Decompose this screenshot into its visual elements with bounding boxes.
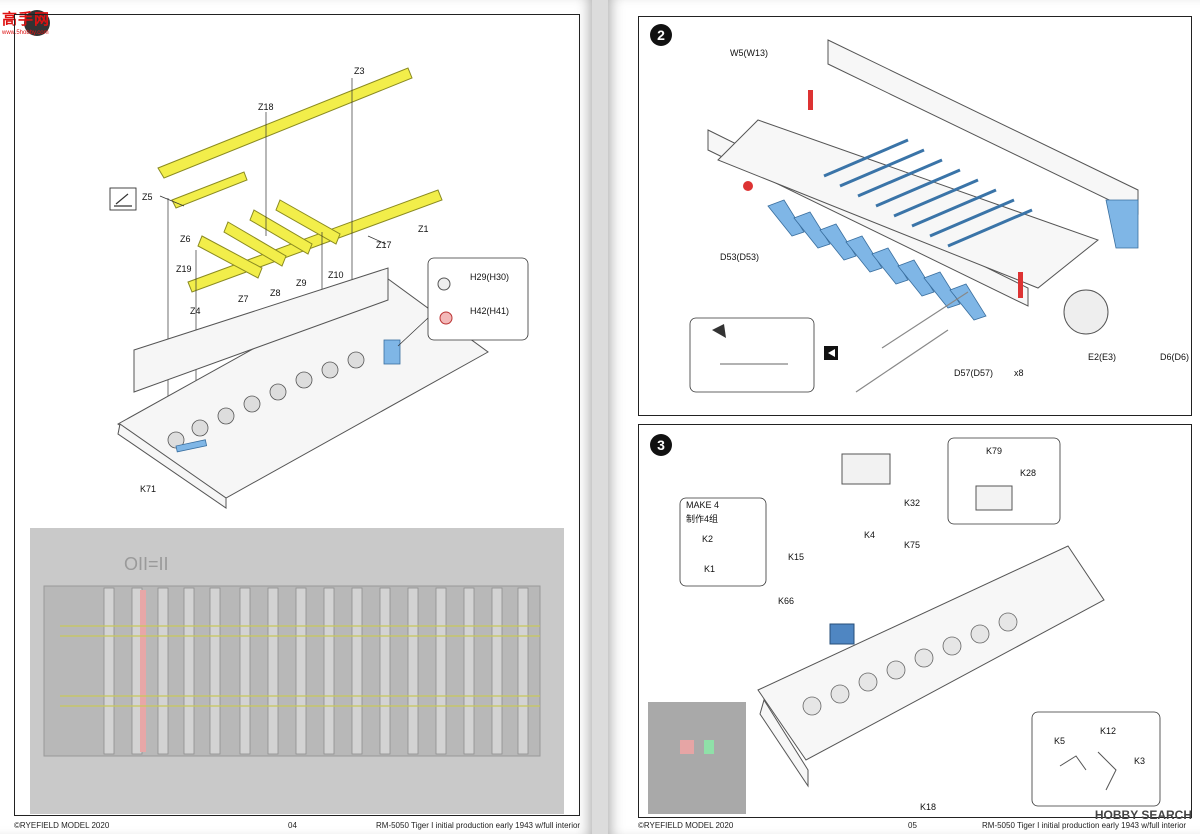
label-z8: Z8 (270, 288, 281, 298)
torsion-bars (103, 587, 529, 755)
label-make4: MAKE 4 (686, 500, 720, 510)
label-k3: K3 (1134, 756, 1146, 766)
label-k15: K15 (788, 552, 805, 562)
step2-blue-bars (823, 138, 1033, 248)
right-page: 2 (608, 0, 1200, 834)
step2-blue-arms (767, 199, 1139, 321)
step3-frame (638, 424, 1192, 818)
step3-drawing (648, 437, 1161, 814)
label-k2: K2 (702, 534, 714, 544)
right-footer-title: RM-5050 Tiger I initial production early… (982, 821, 1187, 830)
pe-part-z1 (187, 189, 443, 293)
label-k18: K18 (920, 802, 937, 812)
photo-red-bar (140, 590, 146, 752)
label-d53: D53(D53) (720, 252, 760, 262)
logo-url: www.5hobby.com (2, 30, 49, 36)
label-z3: Z3 (354, 66, 365, 76)
label-z19: Z19 (176, 264, 192, 274)
hull-assembly-drawing: OII=II (30, 67, 564, 814)
step2-red-e2 (1018, 272, 1023, 298)
step2-red-w5 (808, 90, 813, 110)
logo-chars: 高手网 (2, 11, 51, 28)
label-k1: K1 (704, 564, 716, 574)
step2-frame (638, 16, 1192, 416)
label-z6: Z6 (180, 234, 191, 244)
pe-part-z18 (157, 67, 413, 179)
hull-photo-inner (43, 585, 541, 757)
step3-blue-k66 (829, 623, 855, 645)
step3-number: 3 (650, 434, 672, 456)
label-z4: Z4 (190, 306, 201, 316)
label-k5: K5 (1054, 736, 1066, 746)
label-k71: K71 (140, 484, 157, 494)
step3-callout-make4 (679, 497, 767, 587)
callout-h-parts (427, 257, 529, 341)
svg-text:OII=II: OII=II (124, 554, 169, 574)
label-k12: K12 (1100, 726, 1117, 736)
pe-part-z9 (249, 209, 313, 255)
label-k4: K4 (864, 530, 876, 540)
label-z5: Z5 (142, 192, 153, 202)
label-z1: Z1 (418, 224, 429, 234)
step2-callout (689, 317, 815, 393)
pe-part-z10 (275, 199, 341, 245)
right-footer-page: 05 (908, 821, 917, 830)
left-footer-page: 04 (288, 821, 297, 830)
left-footer-brand: ©RYEFIELD MODEL 2020 (14, 821, 110, 830)
step2-d57-rods (855, 291, 969, 393)
photo-yellow-rails (60, 625, 540, 707)
step3-photo (648, 702, 746, 814)
label-k79: K79 (986, 446, 1003, 456)
label-x8: x8 (1014, 368, 1024, 378)
hull-side-front (117, 423, 227, 509)
part-blue-fitting (383, 339, 401, 365)
right-footer-brand: ©RYEFIELD MODEL 2020 (638, 821, 734, 830)
left-footer-title: RM-5050 Tiger I initial production early… (376, 821, 581, 830)
pe-part-z5 (171, 171, 248, 209)
step2-number: 2 (650, 24, 672, 46)
left-page-frame (14, 14, 580, 816)
hull-side-back (133, 267, 389, 393)
label-k66: K66 (778, 596, 795, 606)
label-make4-cn: 制作4组 (686, 514, 719, 524)
label-z10: Z10 (328, 270, 344, 280)
label-z7: Z7 (238, 294, 249, 304)
label-d57: D57(D57) (954, 368, 994, 378)
label-k32: K32 (904, 498, 921, 508)
label-h29: H29(H30) (470, 272, 510, 282)
label-z17: Z17 (376, 240, 392, 250)
step3-callout-k79 (947, 437, 1061, 525)
label-k28: K28 (1020, 468, 1037, 478)
part-k71-blue (175, 439, 208, 453)
left-page: 高手网 www.5hobby.com (0, 0, 592, 834)
label-h42: H42(H41) (470, 306, 510, 316)
step3-callout-k5 (1031, 711, 1161, 807)
label-z9: Z9 (296, 278, 307, 288)
step2-drawing (689, 39, 1139, 393)
hobby-search-watermark: HOBBY SEARCH (1094, 808, 1192, 822)
label-z18: Z18 (258, 102, 274, 112)
pe-part-z7 (197, 235, 263, 279)
pe-symbol-box (109, 187, 137, 211)
label-d6: D6(D6) (1160, 352, 1190, 362)
label-k75: K75 (904, 540, 921, 550)
label-w5: W5(W13) (730, 48, 768, 58)
pe-part-z8 (223, 221, 287, 267)
label-e2: E2(E3) (1088, 352, 1117, 362)
